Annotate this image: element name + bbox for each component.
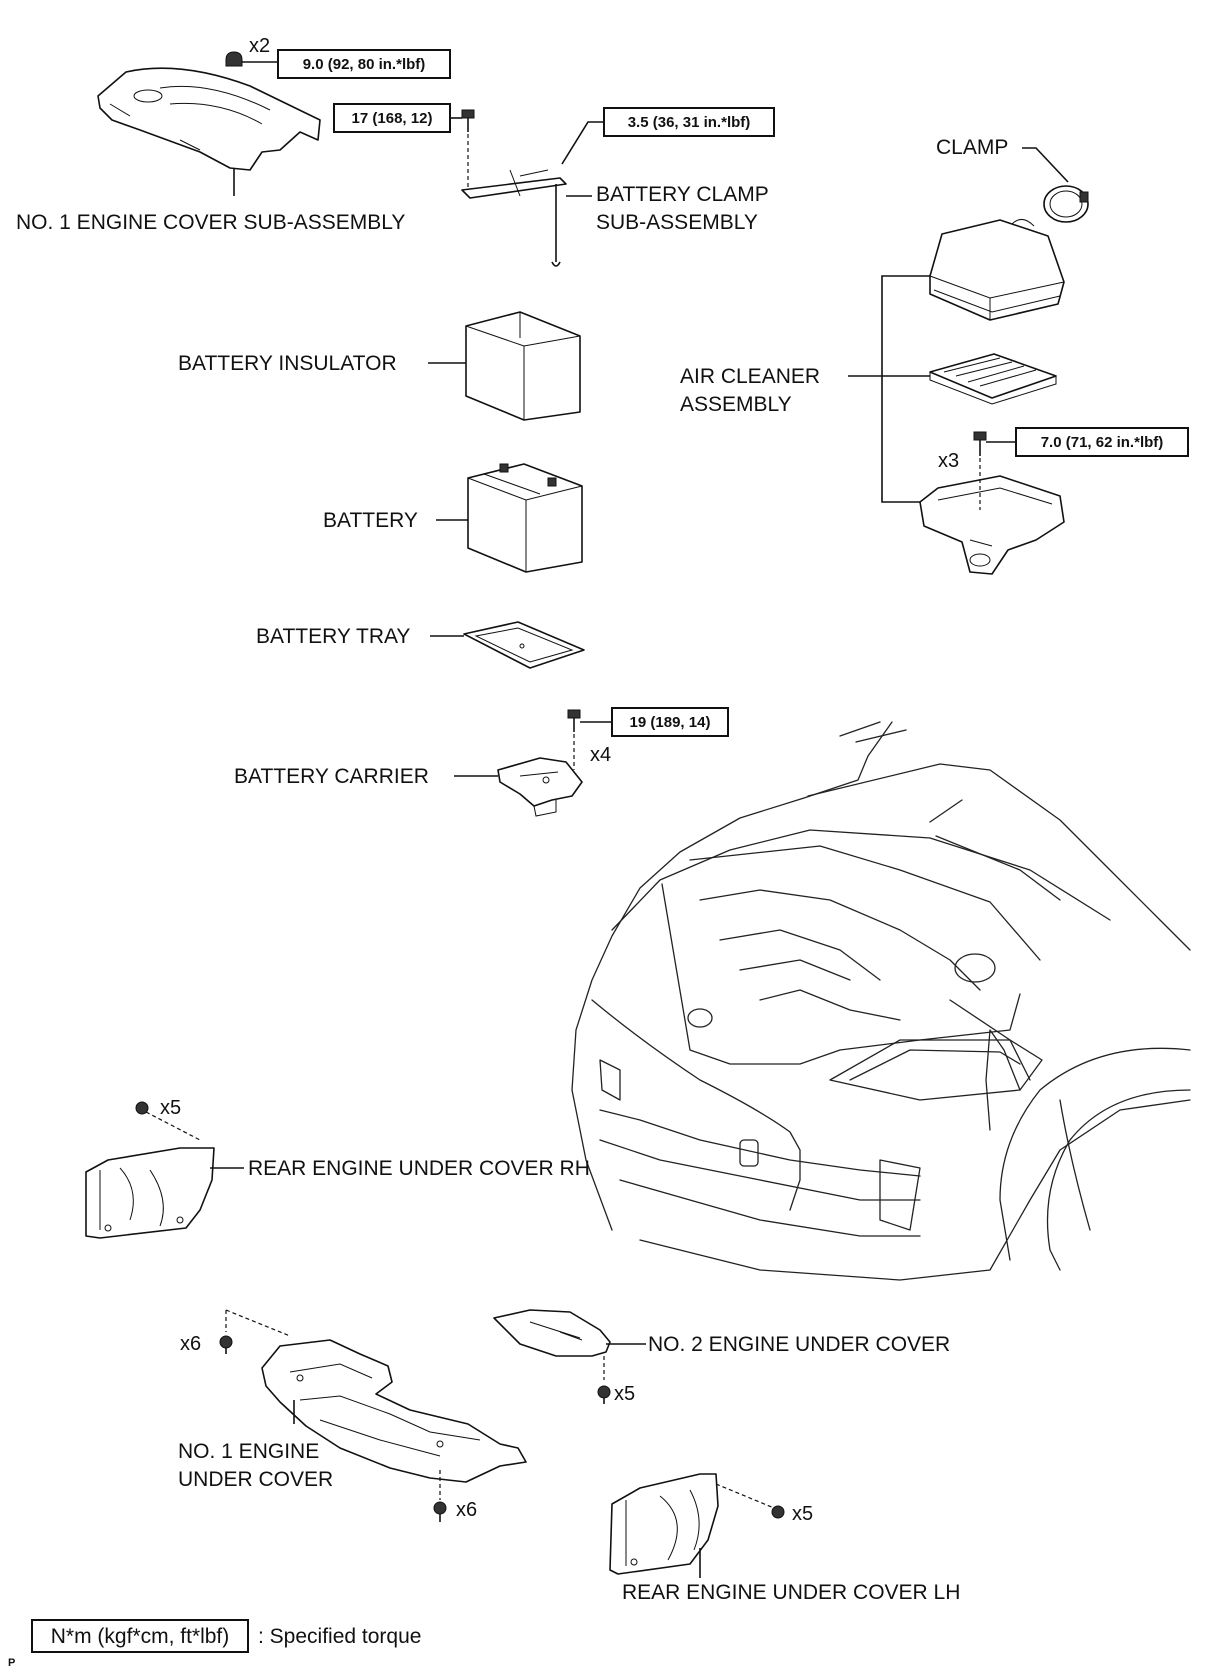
air-cleaner-filter-illustration bbox=[929, 353, 1057, 405]
rear-cover-rh-clip-icon bbox=[135, 1101, 149, 1115]
battery-insulator-illustration bbox=[465, 311, 581, 421]
battery-clamp-bolt-icon bbox=[461, 109, 475, 132]
no2-under-cover-illustration bbox=[493, 1309, 611, 1357]
clamp-illustration bbox=[1043, 185, 1089, 223]
battery-illustration bbox=[467, 463, 583, 573]
battery-carrier-qty: x4 bbox=[590, 744, 611, 766]
no2-under-cover-label: NO. 2 ENGINE UNDER COVER bbox=[648, 1333, 950, 1356]
battery-label: BATTERY bbox=[323, 509, 418, 532]
engine-cover-illustration bbox=[97, 67, 321, 171]
footer-code: P bbox=[8, 1657, 15, 1668]
rear-cover-rh-illustration bbox=[85, 1147, 215, 1239]
vehicle-front-illustration bbox=[571, 721, 1191, 1281]
no1-under-cover-label-2: UNDER COVER bbox=[178, 1468, 333, 1491]
no1-under-cover-front-qty: x6 bbox=[180, 1333, 201, 1355]
battery-clamp-label-1: BATTERY CLAMP bbox=[596, 183, 769, 206]
air-cleaner-label-2: ASSEMBLY bbox=[680, 393, 792, 416]
torque-box-battery-clamp-nut bbox=[603, 107, 775, 137]
engine-cover-label: NO. 1 ENGINE COVER SUB-ASSEMBLY bbox=[16, 211, 405, 234]
battery-insulator-label: BATTERY INSULATOR bbox=[178, 352, 397, 375]
rear-cover-lh-label: REAR ENGINE UNDER COVER LH bbox=[622, 1581, 960, 1604]
legend-unit-box bbox=[31, 1619, 249, 1653]
battery-clamp-illustration bbox=[461, 169, 567, 267]
air-cleaner-case-illustration bbox=[919, 475, 1065, 575]
engine-cover-nut-icon bbox=[225, 51, 243, 67]
torque-battery-carrier: 19 (189, 14) bbox=[630, 714, 711, 731]
torque-box-battery-carrier bbox=[611, 707, 729, 737]
torque-battery-clamp-bolt: 17 (168, 12) bbox=[352, 110, 433, 127]
no1-under-cover-rear-qty: x6 bbox=[456, 1499, 477, 1521]
no1-under-cover-illustration bbox=[261, 1339, 527, 1483]
rear-cover-rh-label: REAR ENGINE UNDER COVER RH bbox=[248, 1157, 590, 1180]
air-cleaner-bolt-icon bbox=[973, 431, 987, 456]
engine-cover-qty: x2 bbox=[249, 35, 270, 57]
battery-carrier-label: BATTERY CARRIER bbox=[234, 765, 429, 788]
torque-air-cleaner: 7.0 (71, 62 in.*lbf) bbox=[1041, 434, 1164, 451]
torque-box-air-cleaner bbox=[1015, 427, 1189, 457]
legend-unit-text: N*m (kgf*cm, ft*lbf) bbox=[51, 1625, 230, 1648]
no1-under-cover-label-1: NO. 1 ENGINE bbox=[178, 1440, 319, 1463]
rear-cover-lh-clip-icon bbox=[771, 1505, 785, 1519]
battery-carrier-illustration bbox=[497, 757, 583, 817]
air-cleaner-label-1: AIR CLEANER bbox=[680, 365, 820, 388]
clamp-label: CLAMP bbox=[936, 136, 1008, 159]
torque-battery-clamp-nut: 3.5 (36, 31 in.*lbf) bbox=[628, 114, 751, 131]
air-cleaner-bracket bbox=[881, 275, 930, 503]
no2-under-cover-screw-icon bbox=[597, 1385, 611, 1404]
rear-cover-lh-illustration bbox=[609, 1473, 719, 1575]
air-cleaner-qty: x3 bbox=[938, 450, 959, 472]
no2-under-cover-qty: x5 bbox=[614, 1383, 635, 1405]
no1-under-cover-rear-bolt-icon bbox=[433, 1501, 447, 1522]
battery-tray-label: BATTERY TRAY bbox=[256, 625, 410, 648]
battery-carrier-bolt-icon bbox=[567, 709, 581, 732]
battery-tray-illustration bbox=[463, 621, 585, 669]
no1-under-cover-front-bolt-icon bbox=[219, 1335, 233, 1354]
torque-engine-cover: 9.0 (92, 80 in.*lbf) bbox=[303, 56, 426, 73]
air-cleaner-cap-illustration bbox=[929, 219, 1065, 321]
legend-description: : Specified torque bbox=[258, 1625, 421, 1648]
torque-box-engine-cover bbox=[277, 49, 451, 79]
rear-cover-lh-qty: x5 bbox=[792, 1503, 813, 1525]
rear-cover-rh-qty: x5 bbox=[160, 1097, 181, 1119]
battery-clamp-label-2: SUB-ASSEMBLY bbox=[596, 211, 758, 234]
